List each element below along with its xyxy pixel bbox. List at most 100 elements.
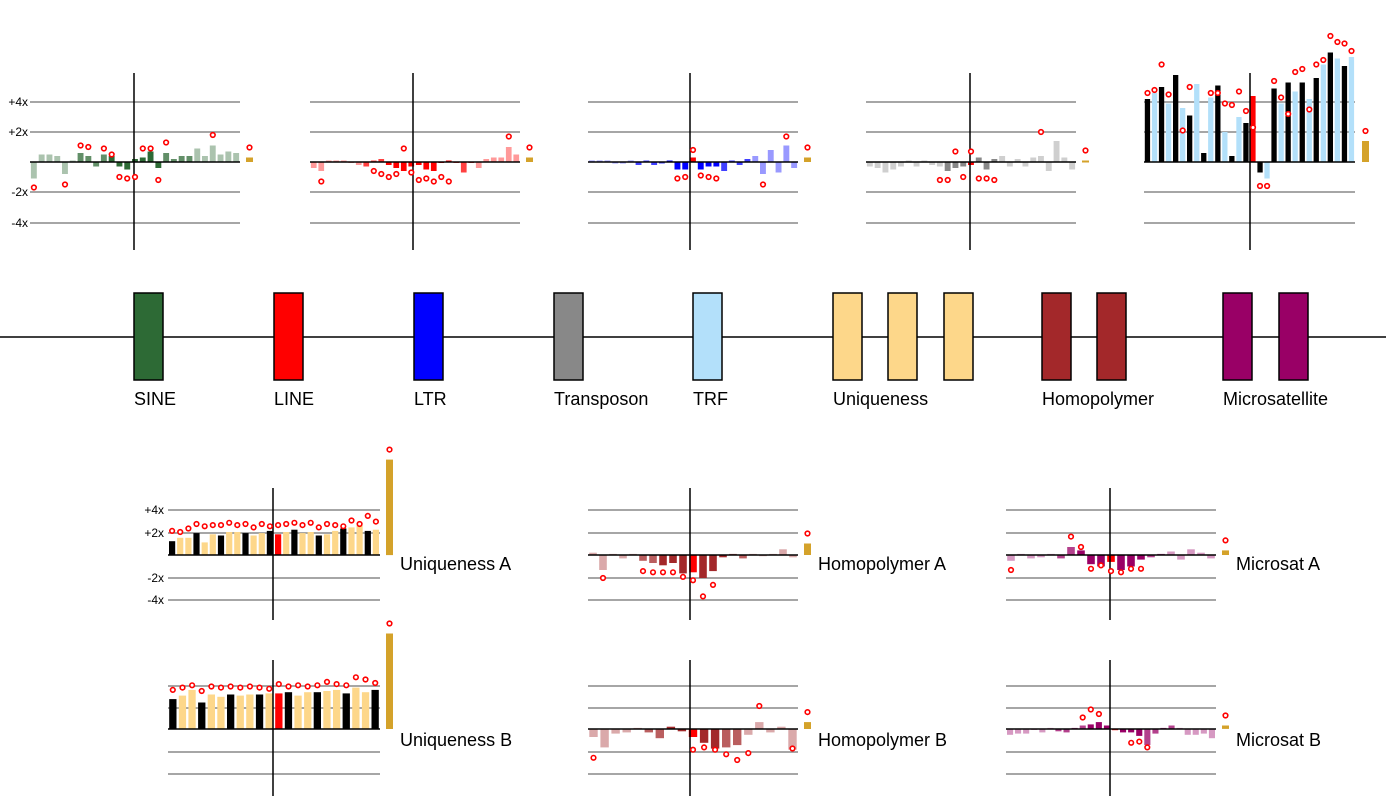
bar bbox=[423, 162, 430, 170]
bar bbox=[1197, 552, 1205, 555]
bar bbox=[355, 162, 362, 165]
bar bbox=[644, 729, 653, 733]
data-point bbox=[315, 524, 322, 531]
bar bbox=[1061, 157, 1068, 162]
data-point bbox=[697, 172, 704, 179]
bar bbox=[744, 729, 753, 735]
summary-point bbox=[526, 144, 533, 151]
data-point bbox=[1214, 89, 1221, 97]
bar bbox=[207, 694, 215, 729]
y-tick-label: -2x bbox=[11, 185, 28, 199]
bar bbox=[460, 162, 467, 173]
bar bbox=[1022, 162, 1029, 167]
chart-panel-transposon bbox=[866, 73, 1089, 250]
data-point bbox=[393, 170, 400, 178]
chart-panel-homopolymer-a: Homopolymer A bbox=[588, 488, 946, 620]
bar bbox=[1173, 75, 1179, 162]
data-point bbox=[370, 167, 377, 175]
bar bbox=[116, 162, 123, 167]
track-feature-label: LTR bbox=[414, 389, 447, 409]
bar bbox=[364, 530, 371, 556]
track-feature-label: Uniqueness bbox=[833, 389, 928, 409]
data-point bbox=[1228, 101, 1235, 109]
data-point bbox=[169, 527, 176, 535]
data-point bbox=[1037, 128, 1045, 136]
summary-point bbox=[1082, 147, 1089, 154]
bar bbox=[1292, 91, 1298, 162]
data-point bbox=[960, 173, 967, 181]
bar bbox=[1152, 729, 1159, 734]
data-point bbox=[679, 573, 687, 581]
track-feature-label: Transposon bbox=[554, 389, 648, 409]
bar bbox=[217, 535, 225, 556]
data-point bbox=[936, 176, 944, 184]
bar bbox=[1030, 157, 1037, 162]
bar bbox=[779, 549, 787, 556]
data-point bbox=[208, 683, 215, 690]
chart-panel-homopolymer-b: Homopolymer B bbox=[588, 660, 947, 796]
data-point bbox=[1144, 744, 1151, 751]
data-point bbox=[713, 175, 720, 182]
bar bbox=[1151, 93, 1158, 162]
data-point bbox=[1263, 182, 1271, 190]
bar bbox=[736, 162, 743, 165]
chart-panel-microsat-a: Microsat A bbox=[1006, 488, 1320, 620]
y-tick-label: +4x bbox=[8, 95, 28, 109]
bar bbox=[1006, 162, 1013, 167]
bar bbox=[1014, 159, 1021, 162]
bar bbox=[1057, 555, 1065, 559]
bar bbox=[1200, 729, 1207, 734]
y-tick-label: +2x bbox=[8, 125, 28, 139]
data-point bbox=[711, 746, 719, 753]
bar bbox=[699, 729, 709, 743]
panel-label: Homopolymer B bbox=[818, 730, 947, 750]
panel-label: Uniqueness B bbox=[400, 730, 512, 750]
bar bbox=[1243, 123, 1249, 162]
data-point bbox=[1151, 86, 1158, 94]
bar bbox=[690, 157, 696, 162]
bar bbox=[225, 151, 232, 162]
bar bbox=[679, 555, 687, 574]
bar bbox=[1158, 87, 1165, 162]
data-point bbox=[1207, 89, 1214, 97]
bar bbox=[54, 156, 61, 162]
bar bbox=[589, 729, 598, 737]
bar bbox=[898, 162, 904, 167]
data-point bbox=[198, 687, 205, 695]
data-point bbox=[217, 521, 225, 529]
data-point bbox=[163, 139, 170, 146]
bar bbox=[1341, 66, 1348, 162]
bar bbox=[968, 162, 974, 165]
bar bbox=[1313, 78, 1319, 162]
bar bbox=[1023, 729, 1030, 734]
data-point bbox=[209, 521, 216, 529]
data-point bbox=[789, 745, 796, 752]
data-point bbox=[1128, 739, 1135, 746]
data-point bbox=[177, 528, 184, 536]
bar bbox=[1117, 555, 1125, 570]
data-point bbox=[408, 169, 415, 176]
track-feature-ltr bbox=[413, 292, 444, 381]
bar bbox=[266, 530, 273, 556]
data-point bbox=[1179, 127, 1186, 134]
data-point bbox=[1270, 77, 1278, 85]
data-point bbox=[709, 581, 717, 589]
bar bbox=[275, 693, 283, 729]
bar bbox=[1334, 58, 1340, 162]
bar bbox=[283, 532, 290, 555]
bar bbox=[1063, 729, 1070, 733]
track-feature-sine bbox=[133, 292, 164, 381]
data-point bbox=[362, 676, 369, 683]
data-point bbox=[285, 683, 292, 690]
data-point bbox=[348, 517, 355, 524]
data-point bbox=[952, 148, 959, 155]
bar bbox=[1348, 57, 1355, 162]
data-point bbox=[314, 682, 321, 689]
data-point bbox=[723, 751, 730, 758]
bar bbox=[227, 694, 235, 729]
data-point bbox=[124, 175, 131, 182]
panel-label: Uniqueness A bbox=[400, 554, 511, 574]
y-tick-label: -4x bbox=[147, 593, 164, 607]
summary-point bbox=[804, 144, 811, 151]
bar bbox=[209, 534, 216, 555]
